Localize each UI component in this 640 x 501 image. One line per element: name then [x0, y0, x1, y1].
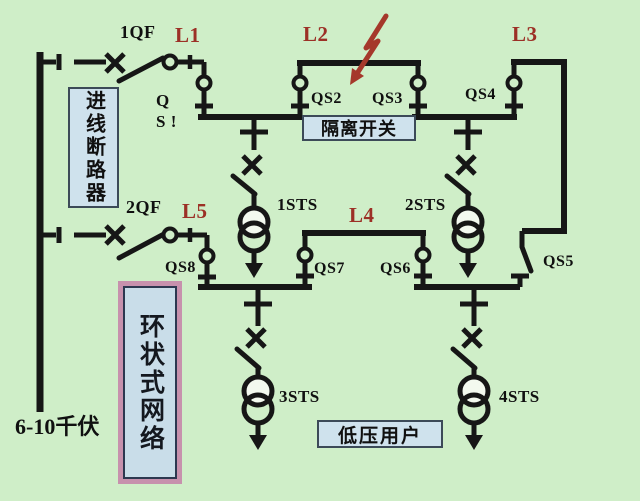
disconnector-qs6-icon: [414, 233, 432, 287]
callout-isolating-switch-text: 隔离开关: [321, 119, 397, 139]
callout-ring-network-frame: 环状式网络: [118, 281, 182, 484]
label-2sts: 2STS: [405, 195, 446, 214]
lv-feeder-arrow: [245, 251, 263, 278]
transformer-3sts-icon: [241, 374, 275, 426]
ring-unit-2: [444, 117, 485, 278]
switch-hinge: [161, 226, 179, 244]
label-voltage: 6-10千伏: [15, 414, 100, 439]
disconnector-qs1-icon: [195, 62, 213, 117]
label-l5: L5: [182, 199, 208, 223]
label-qs4: QS4: [465, 86, 496, 103]
transformer-1sts-icon: [237, 205, 271, 254]
transformer-2sts-icon: [451, 205, 485, 254]
label-l3: L3: [512, 22, 538, 46]
feeder-2qf-branch: [43, 224, 207, 261]
label-qs5: QS5: [543, 253, 574, 270]
callout-incoming-breaker: 进线断路器: [68, 87, 119, 208]
label-qs6: QS6: [380, 260, 411, 277]
disconnector-qs8-icon: [198, 235, 216, 287]
feeder-1qf-branch: [43, 52, 204, 84]
callout-ring-network: 环状式网络: [123, 286, 177, 479]
disconnector-qs3-icon: [409, 63, 427, 117]
disconnector-qs5-icon: [511, 231, 534, 287]
breaker-2qf-icon: [104, 224, 126, 246]
label-qs1: Q S !: [156, 91, 177, 132]
disconnector-qs2-icon: [291, 63, 309, 117]
label-qs2: QS2: [311, 90, 342, 107]
label-4sts: 4STS: [499, 387, 540, 406]
lv-feeder-arrow: [459, 251, 477, 278]
ring-unit-1: [230, 117, 271, 278]
transformer-4sts-icon: [457, 374, 491, 426]
ring-unit-3: [234, 287, 275, 450]
label-l1: L1: [175, 23, 201, 47]
disconnector-qs7-icon: [296, 233, 314, 287]
callout-ring-network-text: 环状式网络: [136, 312, 164, 453]
callout-lv-users-text: 低压用户: [337, 425, 422, 447]
line-l3-wire: [511, 59, 567, 234]
callout-isolating-switch: 隔离开关: [302, 115, 416, 141]
label-1qf: 1QF: [120, 22, 156, 42]
ring-unit-4: [450, 287, 491, 450]
label-3sts: 3STS: [279, 387, 320, 406]
label-qs8: QS8: [165, 259, 196, 276]
label-2qf: 2QF: [126, 197, 162, 217]
switch-blade: [116, 55, 166, 84]
switch-hinge: [161, 53, 179, 71]
label-l4: L4: [349, 203, 375, 227]
lv-feeder-arrow: [465, 423, 483, 450]
switch-blade: [116, 231, 167, 261]
callout-incoming-breaker-text: 进线断路器: [82, 90, 105, 205]
breaker-1qf-icon: [104, 52, 126, 74]
fault-lightning-icon: [350, 13, 389, 85]
disconnector-qs4-icon: [505, 62, 523, 117]
lv-feeder-arrow: [249, 423, 267, 450]
label-1sts: 1STS: [277, 195, 318, 214]
callout-lv-users: 低压用户: [317, 420, 443, 448]
label-qs3: QS3: [372, 90, 403, 107]
label-l2: L2: [303, 22, 329, 46]
label-qs7: QS7: [314, 260, 345, 277]
